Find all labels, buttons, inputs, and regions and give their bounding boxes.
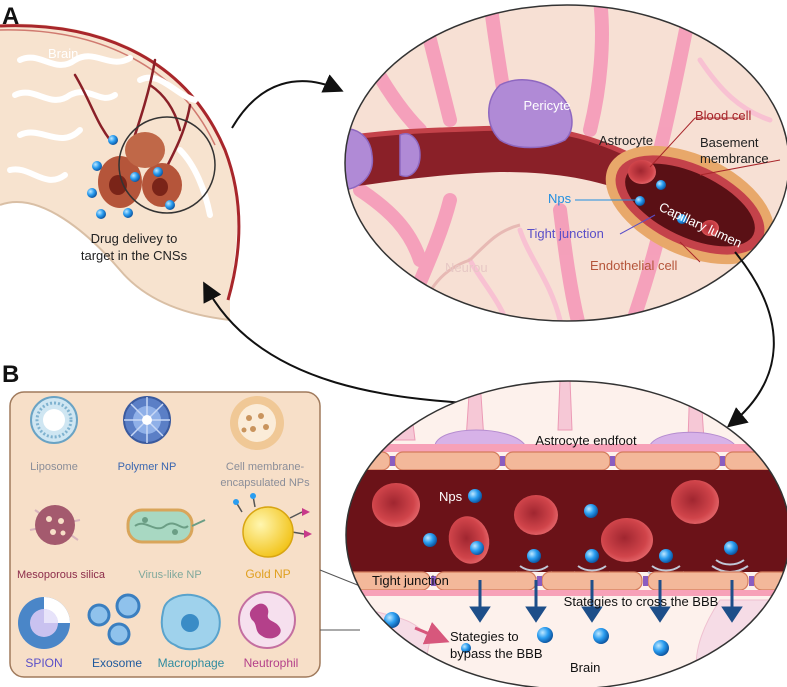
cell-membrane-label-line1: Cell membrane- xyxy=(226,461,305,473)
bypass-label-line1: Stategies to xyxy=(450,629,519,644)
endothelial-cell-label: Endothelial cell xyxy=(590,258,678,273)
gold-np-icon xyxy=(233,493,312,558)
neurou-label: Neurou xyxy=(445,260,488,275)
magnifier-circle xyxy=(118,116,216,214)
virus-like-np-label: Virus-like NP xyxy=(138,569,201,581)
spion-icon xyxy=(18,597,70,649)
tight-junction-label-bbb: Tight junction xyxy=(372,573,449,588)
tight-junction-label-top: Tight junction xyxy=(527,226,604,241)
drug-delivery-line2: target in the CNSs xyxy=(81,248,188,263)
blood-cell-label: Blood cell xyxy=(695,108,751,123)
polymer-np-label: Polymer NP xyxy=(118,461,177,473)
arrow-brain-to-vessel xyxy=(231,74,344,129)
astrocyte-endfoot-label: Astrocyte endfoot xyxy=(535,433,637,448)
gold-np-label: Gold NP xyxy=(245,567,290,581)
bbb-zoom: Astrocyte endfoot Nps Tight junction Sta… xyxy=(345,380,787,687)
nps-label-top: Nps xyxy=(548,191,572,206)
pericyte-label: Pericyte xyxy=(524,98,571,113)
liposome-label: Liposome xyxy=(30,461,78,473)
nps-label-bbb: Nps xyxy=(439,489,463,504)
arrow-bbb-to-brain xyxy=(203,281,501,406)
exosome-icon xyxy=(87,593,141,646)
brain-np-group xyxy=(87,135,175,219)
brain-section: Brain Drug delivey to target in the CNSs xyxy=(0,23,241,342)
macrophage-label: Macrophage xyxy=(158,656,225,670)
neutrophil-icon xyxy=(238,591,296,649)
nanoparticle-panel: Liposome Polymer NP Cell membrane- encap… xyxy=(9,391,321,678)
arrow-vessel-to-bbb xyxy=(726,251,775,428)
cross-bbb-label: Stategies to cross the BBB xyxy=(564,594,719,609)
bypass-label-line2: bypass the BBB xyxy=(450,646,543,661)
brain-label-bbb: Brain xyxy=(570,660,600,675)
basement-label-line1: Basement xyxy=(700,135,759,150)
virus-like-np-icon xyxy=(126,508,206,544)
cell-membrane-label-line2: encapsulated NPs xyxy=(220,477,310,489)
polymer-np-icon xyxy=(123,396,171,444)
neutrophil-label: Neutrophil xyxy=(244,656,299,670)
capillary-zoom: Pericyte Astrocyte Blood cell Basement m… xyxy=(344,4,787,322)
panel-b-label: B xyxy=(2,361,19,388)
spion-label: SPION xyxy=(25,656,62,670)
brain-label: Brain xyxy=(48,46,78,61)
panel-a-label: A xyxy=(2,3,19,30)
macrophage-icon xyxy=(160,593,221,651)
astrocyte-label: Astrocyte xyxy=(599,133,653,148)
drug-delivery-line1: Drug delivey to xyxy=(91,231,178,246)
mesoporous-silica-icon xyxy=(29,505,81,545)
liposome-icon xyxy=(30,396,78,444)
basement-label-line2: membrance xyxy=(700,151,769,166)
exosome-label: Exosome xyxy=(92,656,142,670)
cell-membrane-np-icon xyxy=(230,396,284,450)
mesoporous-silica-label: Mesoporous silica xyxy=(17,569,106,581)
